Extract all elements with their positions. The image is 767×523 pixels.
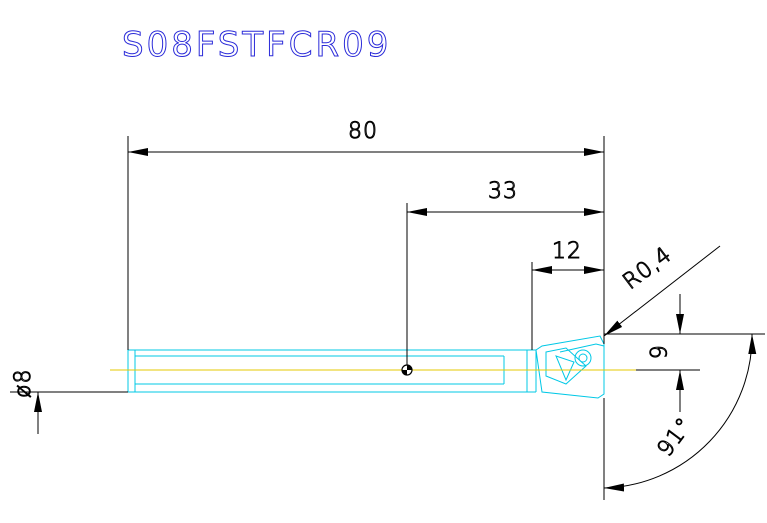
dimension-lines (34, 148, 757, 492)
dim-text-80: 80 (348, 119, 378, 144)
drawing-title: S08FSTFCR09 (122, 25, 391, 65)
dim-text-6: 6 (644, 345, 669, 360)
center-mark-symbol (401, 364, 413, 376)
dim-text-radius: R0,4 (619, 242, 677, 295)
dim-text-angle: 91° (653, 413, 698, 462)
dim-text-12: 12 (552, 239, 582, 264)
dim-text-33: 33 (488, 179, 518, 204)
angle-arc (603, 333, 757, 492)
dim-text-diameter: ø8 (11, 369, 36, 398)
extension-lines (10, 136, 765, 500)
tool-body (127, 335, 605, 399)
radius-leader (603, 245, 721, 337)
